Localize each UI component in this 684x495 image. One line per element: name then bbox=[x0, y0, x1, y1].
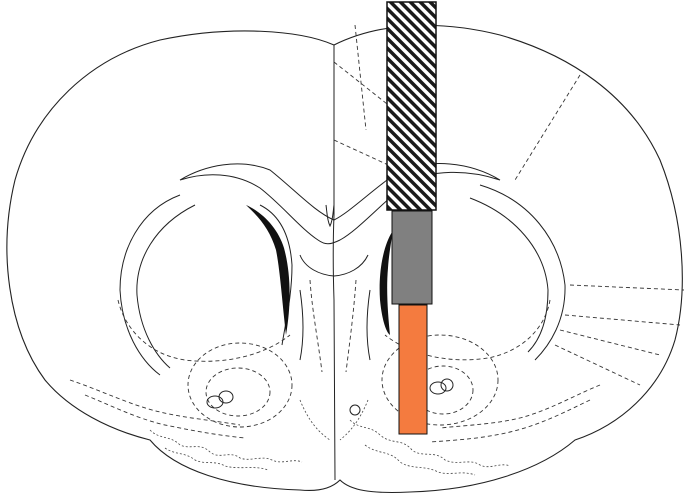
brain-outline bbox=[7, 25, 682, 492]
orange-fiber bbox=[399, 305, 427, 434]
hatched-cannula bbox=[387, 2, 436, 210]
grey-guide bbox=[392, 211, 432, 304]
